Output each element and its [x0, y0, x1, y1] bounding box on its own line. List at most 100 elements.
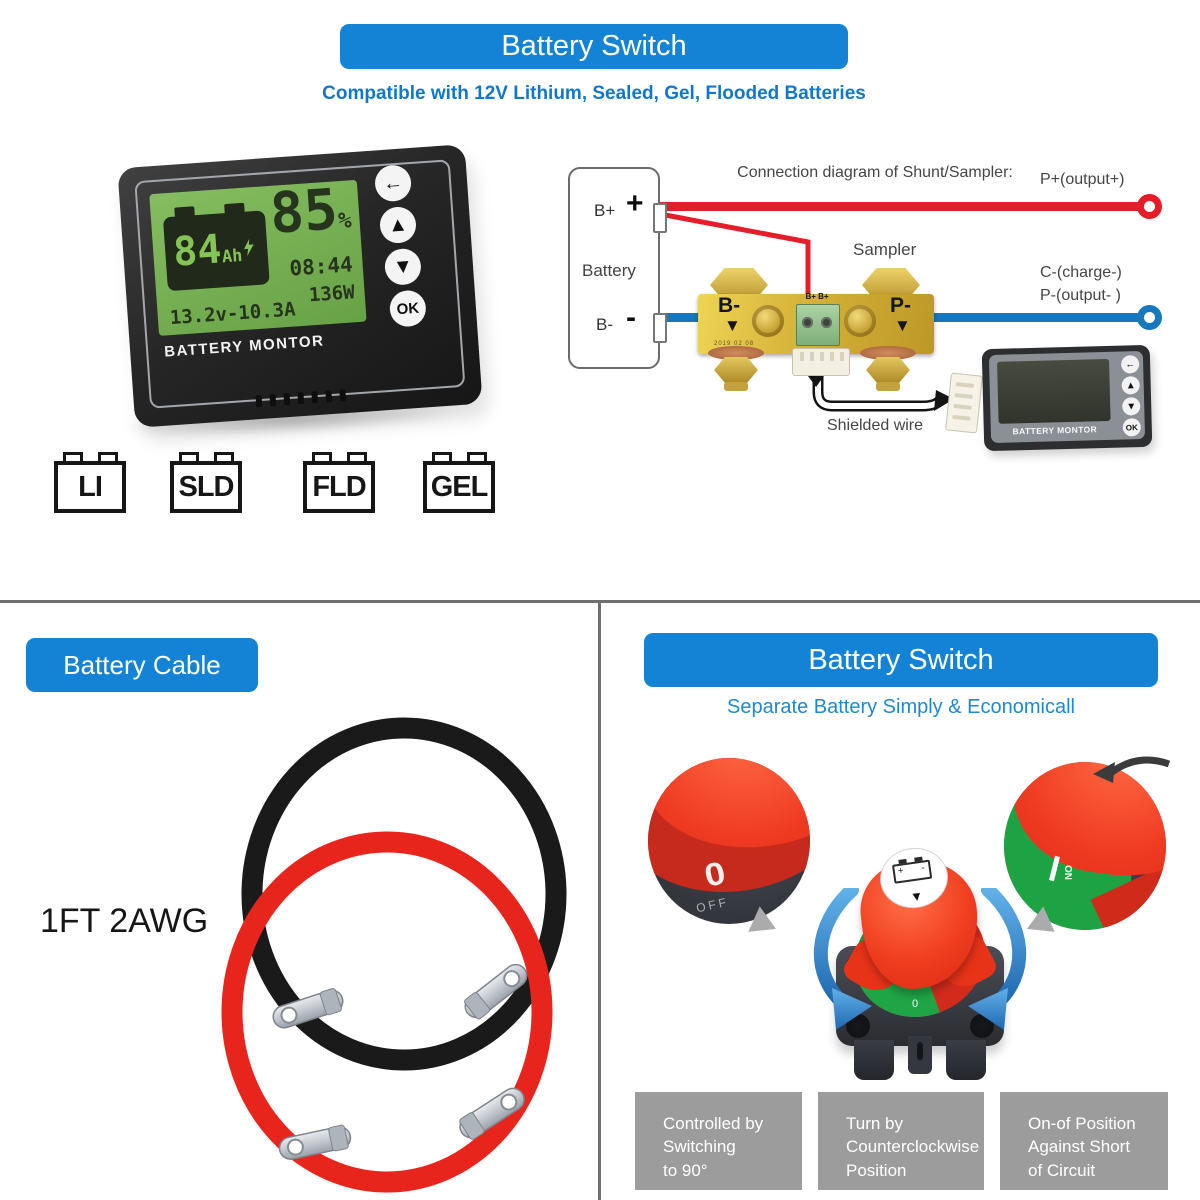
battery-type-label: FLD [312, 470, 366, 503]
connector-arrow [808, 376, 824, 387]
positive-branch-wire [659, 211, 811, 305]
vent-slot [269, 393, 277, 407]
back-button: ← [1120, 355, 1140, 374]
down-icon: ▼ [1126, 400, 1137, 412]
top-banner-title: Battery Switch [501, 30, 687, 62]
battery-monitor-device: 84 Ah 85 % 08:44 136W 13.2v-10.3A BATTER… [117, 144, 483, 428]
caption-box: Turn by Counterclockwise Position [818, 1092, 984, 1190]
battery-plus-sign: + [626, 187, 644, 220]
switch-banner: Battery Switch [644, 633, 1158, 687]
shunt-connector [792, 348, 850, 376]
vent-slot [297, 392, 305, 405]
battery-icon-terminal [224, 202, 245, 215]
battery-symbol-icon: + - [891, 856, 933, 884]
soc-unit: % [337, 208, 353, 235]
shunt-date-marking: 2019 02 08 [714, 341, 755, 347]
battery-terminal [898, 858, 907, 864]
cable-lug [459, 1087, 525, 1140]
ok-button-label: OK [1125, 422, 1138, 432]
battery-type-fld: FLD [303, 452, 375, 514]
shunt-screw [752, 305, 784, 337]
sampler-label: Sampler [853, 240, 917, 259]
cable-banner-title: Battery Cable [63, 649, 221, 680]
soc-readout: 85 % [267, 179, 353, 247]
bolt-nut [866, 357, 910, 383]
device-lcd-screen: 84 Ah 85 % 08:44 136W 13.2v-10.3A [149, 179, 367, 336]
diagram-battery-box: B+ + Battery B- - [568, 167, 667, 369]
monitor-brand-label: BATTERY MONTOR [1012, 424, 1098, 437]
monitor-screen [997, 358, 1111, 424]
switch-off-closeup: 0 OFF [648, 758, 810, 924]
housing-leg [854, 1040, 894, 1080]
horizontal-divider [0, 600, 1200, 603]
diagram-battery-monitor: BATTERY MONTOR ← ▲ ▼ OK [981, 344, 1153, 452]
down-arrow-icon: ▼ [894, 316, 911, 335]
shielded-wire-label: Shielded wire [826, 417, 924, 434]
connector-pin [810, 352, 814, 361]
shunt-pminus-label: P- [890, 294, 911, 317]
copper-washer [708, 346, 764, 360]
cable-lug [272, 987, 344, 1029]
plug-pin [953, 403, 972, 410]
ok-button: OK [1122, 418, 1142, 437]
shunt-sampler: B- ▼ P- ▼ B+ B+ 2019 02 08 [698, 266, 934, 391]
output-positive-label: P+(output+) [1040, 171, 1125, 188]
output-negative-label: P-(output- ) [1040, 287, 1121, 304]
battery-switch-product: 0 + - ▼ [813, 843, 1027, 1080]
negative-wire-terminal [1137, 305, 1162, 330]
connector-pin [840, 352, 844, 361]
up-icon: ▲ [387, 212, 409, 237]
cable-lug [464, 963, 528, 1020]
switch-subtitle: Separate Battery Simply & Economicall [727, 696, 1075, 718]
shunt-bminus-label: B- [718, 294, 741, 317]
battery-type-gel: GEL [423, 452, 495, 514]
bolt-nut [714, 357, 758, 383]
caption-box: Controlled by Switching to 90° [635, 1092, 802, 1190]
vertical-divider [598, 603, 601, 1200]
down-icon: ▼ [392, 254, 414, 278]
down-button: ▼ [1122, 397, 1141, 416]
minus-sign: - [920, 862, 926, 874]
red-cable [221, 831, 553, 1193]
battery-bplus-label: B+ [594, 201, 616, 220]
top-banner: Battery Switch [340, 24, 848, 69]
charge-negative-label: C-(charge-) [1040, 264, 1122, 281]
battery-minus-sign: - [626, 301, 636, 334]
battery-icon-terminal [174, 206, 195, 218]
black-cable [241, 717, 567, 1071]
power-readout: 136W [308, 281, 356, 307]
volt-current-readout: 13.2v-10.3A [169, 298, 297, 330]
battery-type-box: FLD [303, 461, 375, 513]
on-label: ON [1062, 865, 1073, 880]
rotation-arrow-icon [1093, 756, 1171, 783]
ring-off-mark: 0 [912, 998, 919, 1010]
terminal-screw [802, 317, 813, 328]
cable-lug [278, 1124, 352, 1160]
connector-pin [800, 352, 804, 361]
post-slot [917, 1042, 923, 1060]
caption-box: On-of Position Against Short of Circuit [1000, 1092, 1168, 1190]
monitor-plug [945, 372, 983, 434]
battery-label: Battery [582, 261, 636, 280]
battery-type-label: GEL [430, 470, 489, 503]
battery-terminal-tab [653, 313, 667, 343]
cable-banner: Battery Cable [26, 638, 258, 692]
battery-type-box: GEL [423, 461, 495, 513]
battery-bminus-label: B- [596, 315, 613, 334]
battery-icon: 84 Ah [162, 202, 270, 292]
battery-type-box: LI [54, 461, 126, 513]
plug-pin [954, 393, 973, 399]
shunt-terminal-block [796, 304, 840, 346]
shunt-screw [844, 305, 876, 337]
bolt-tip [724, 382, 748, 391]
vent-slot [339, 389, 347, 402]
top-subtitle: Compatible with 12V Lithium, Sealed, Gel… [322, 83, 866, 104]
soc-value: 85 [267, 179, 340, 247]
up-button: ▲ [1121, 376, 1140, 395]
counterclockwise-arrows-icon [813, 888, 1027, 1030]
monitor-bezel: BATTERY MONTOR ← ▲ ▼ OK [988, 350, 1146, 444]
back-icon: ← [382, 171, 404, 195]
battery-type-label: LI [78, 470, 103, 503]
positive-wire-terminal [1137, 194, 1162, 219]
